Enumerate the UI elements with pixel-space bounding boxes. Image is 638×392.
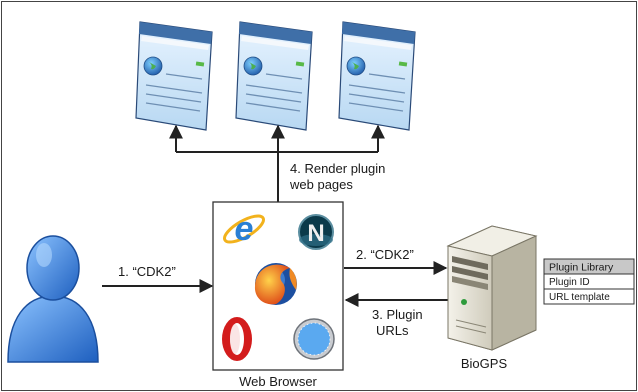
step1-label: 1. “CDK2” [118, 264, 176, 279]
step4-label-line2: web pages [289, 177, 353, 192]
step3-label-line1: 3. Plugin [372, 307, 423, 322]
plugin-library-title: Plugin Library [549, 262, 614, 274]
user-silhouette-icon [7, 235, 99, 363]
render-arrows [169, 124, 385, 202]
web-browser-label: Web Browser [239, 374, 317, 389]
internet-explorer-icon: e [223, 210, 265, 248]
plugin-library-row: Plugin ID [549, 277, 590, 288]
web-page-icon [235, 21, 313, 131]
biogps-label: BioGPS [461, 356, 508, 371]
step3-label-line2: URLs [376, 323, 409, 338]
server-tower-icon [446, 225, 538, 351]
opera-icon [222, 317, 252, 361]
step2-label: 2. “CDK2” [356, 247, 414, 262]
web-page-icon [338, 21, 416, 131]
safari-icon [293, 318, 335, 360]
plugin-library-table: Plugin Library Plugin ID URL template [543, 258, 635, 305]
web-page-icon [135, 21, 213, 131]
firefox-icon [254, 263, 297, 305]
step4-label-line1: 4. Render plugin [290, 161, 385, 176]
svg-text:N: N [307, 220, 324, 247]
svg-text:e: e [235, 210, 254, 248]
plugin-library-row: URL template [549, 292, 610, 303]
netscape-icon: N [298, 214, 334, 250]
